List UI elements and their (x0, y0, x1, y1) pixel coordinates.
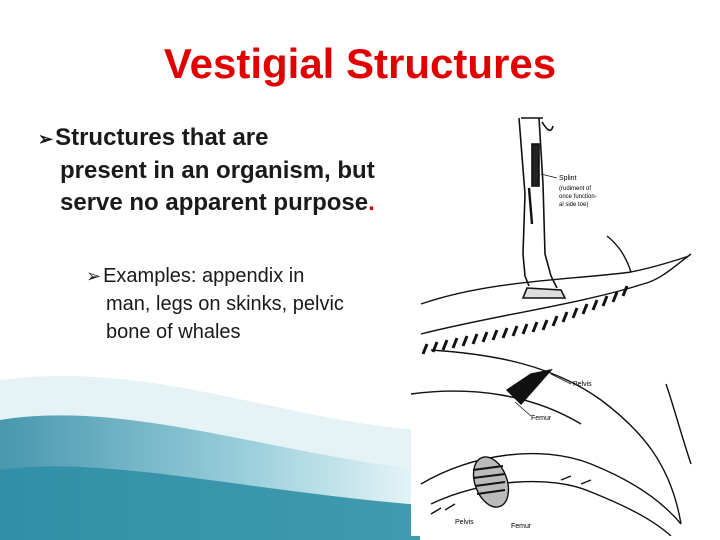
label-splint: Splint (559, 175, 577, 182)
sub-bullet: ➢Examples: appendix in man, legs on skin… (86, 262, 386, 346)
label-pelvis: Pelvis (573, 381, 592, 388)
label-splint-note-3: al side toe) (559, 202, 588, 208)
sub-bullet-first-line: Examples: appendix in (103, 265, 305, 287)
main-bullet-first-line: Structures that are (55, 124, 269, 151)
label-splint-note-2: once function- (559, 194, 597, 200)
vestigial-structures-illustration: Splint (rudiment of once function- al si… (411, 104, 704, 536)
main-bullet: ➢Structures that are present in an organ… (38, 122, 388, 219)
slide-title: Vestigial Structures (163, 40, 557, 87)
label-pelvis-bottom: Pelvis (455, 519, 474, 526)
label-femur-bottom: Femur (511, 523, 532, 530)
label-splint-note-1: (rudiment of (559, 186, 591, 192)
main-bullet-period: . (368, 189, 375, 216)
label-femur: Femur (531, 415, 552, 422)
whale-drawing (411, 235, 692, 525)
sub-bullet-text: man, legs on skinks, pelvic bone of whal… (106, 293, 344, 343)
horse-leg-drawing (518, 117, 567, 299)
arrow-bullet-icon: ➢ (86, 266, 102, 286)
arrow-bullet-icon: ➢ (38, 129, 54, 149)
main-bullet-text: present in an organism, but serve no app… (60, 157, 375, 216)
snake-drawing (420, 452, 682, 536)
